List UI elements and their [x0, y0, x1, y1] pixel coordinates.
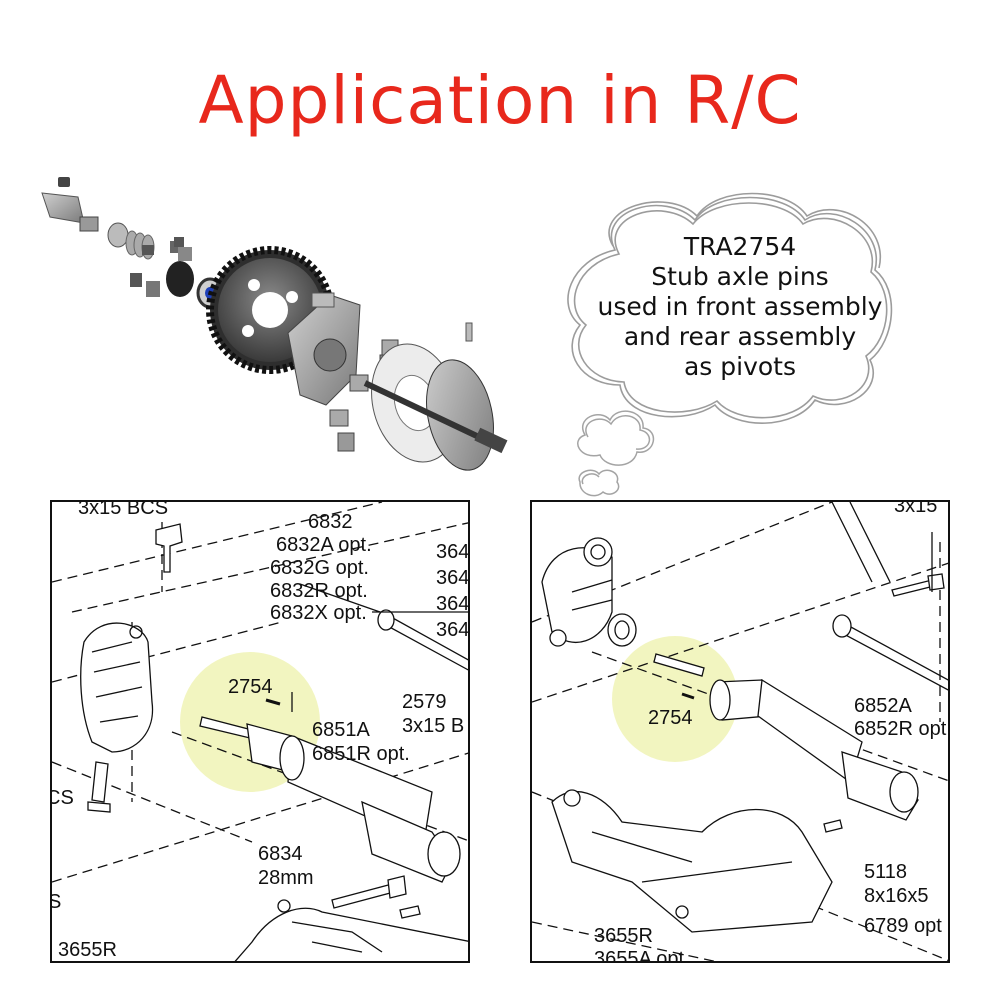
label-6832a: 6832A opt.	[276, 534, 372, 556]
label-6832g: 6832G opt.	[270, 557, 369, 579]
label-6851r: 6851R opt.	[312, 743, 410, 765]
label-2579: 2579	[402, 691, 447, 713]
label-364-a: 364	[436, 541, 470, 563]
front-assembly-drawing	[52, 502, 468, 961]
label-3655r: 3655R	[58, 939, 117, 961]
callout-line-1: TRA2754	[683, 232, 797, 261]
slipper-clutch-illustration	[41, 177, 508, 471]
callout-line-3: used in front assembly	[597, 292, 883, 321]
label-2754: 2754	[228, 676, 273, 698]
callout-text: TRA2754 Stub axle pins used in front ass…	[570, 232, 910, 382]
thought-cloud	[567, 192, 893, 497]
label-6852r: 6852R opt	[854, 718, 947, 740]
label-3655r: 3655R	[594, 925, 653, 947]
label-3x15-bcs: 3x15 BCS	[78, 500, 169, 519]
label-364-b: 364	[436, 567, 470, 589]
label-6851a: 6851A	[312, 719, 370, 741]
label-364-d: 364	[436, 619, 470, 641]
label-6789: 6789 opt	[864, 915, 942, 937]
callout-line-4: and rear assembly	[623, 322, 857, 351]
label-3655a: 3655A opt	[594, 948, 685, 963]
label-3x15-b: 3x15 B	[402, 715, 465, 737]
callout-line-2: Stub axle pins	[651, 262, 829, 291]
label-6832x: 6832X opt.	[270, 602, 367, 624]
label-8x16x5: 8x16x5	[864, 885, 929, 907]
label-2754: 2754	[648, 707, 693, 729]
label-6832r: 6832R opt.	[270, 580, 368, 602]
label-6834: 6834	[258, 843, 303, 865]
rear-assembly-diagram: 3x15 2754 6852A 6852R opt 5118 8x16x5 67…	[530, 500, 950, 963]
label-6832: 6832	[308, 511, 353, 533]
label-6852a: 6852A	[854, 695, 912, 717]
label-364-c: 364	[436, 593, 470, 615]
label-3x15: 3x15	[894, 500, 938, 517]
rear-assembly-drawing	[532, 502, 948, 961]
label-5118: 5118	[864, 861, 908, 883]
label-28mm: 28mm	[258, 867, 314, 889]
page-title: Application in R/C	[198, 62, 802, 139]
label-s: S	[52, 892, 61, 913]
callout-line-5: as pivots	[683, 352, 797, 381]
label-cs: CS	[52, 787, 74, 809]
front-assembly-diagram: 3x15 BCS 6832 6832A opt. 6832G opt. 6832…	[50, 500, 470, 963]
